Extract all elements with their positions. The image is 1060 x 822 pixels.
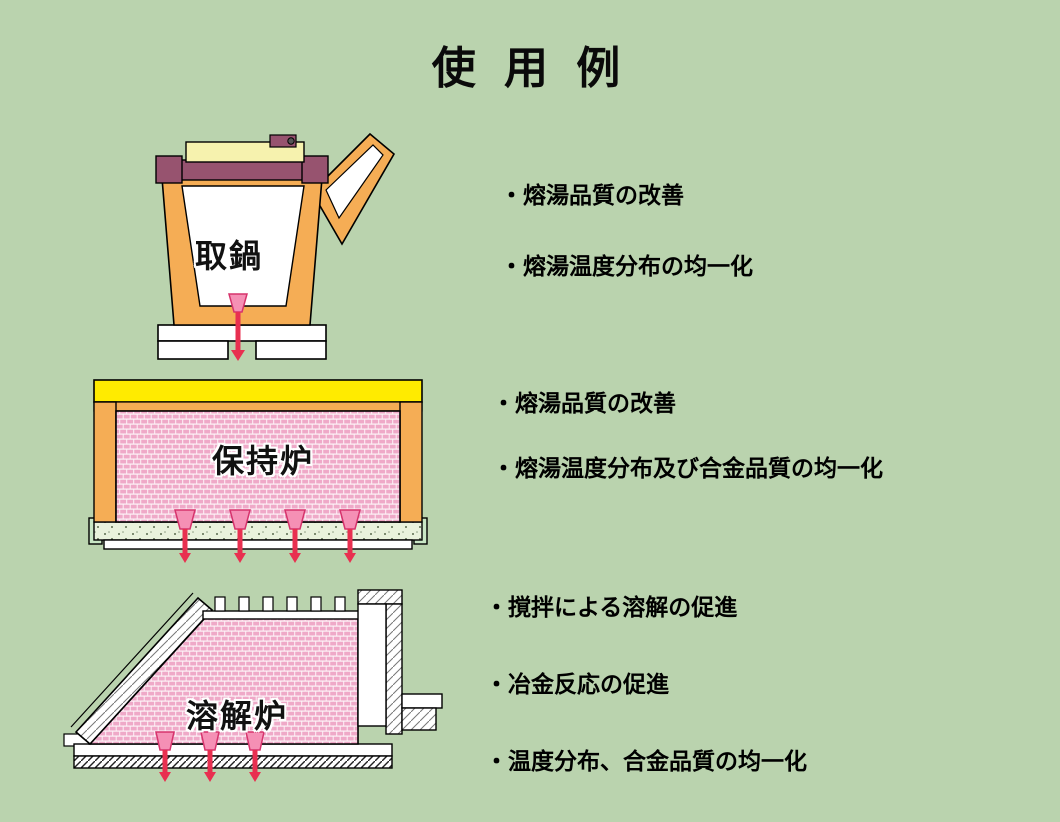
gas-arrow-icon xyxy=(231,312,245,361)
ladle-drawing xyxy=(155,132,396,361)
melting-furnace-label: 溶解炉 xyxy=(186,698,289,734)
porous-plug-icon xyxy=(174,509,361,530)
bullet: ・熔湯品質の改善 xyxy=(500,182,684,208)
furnace-bottom-strip xyxy=(103,539,413,550)
bullet: ・熔湯品質の改善 xyxy=(492,390,676,416)
furnace-roof xyxy=(93,379,423,403)
ladle-label: 取鍋 xyxy=(195,238,264,274)
page-title: 使 用 例 xyxy=(431,44,629,93)
furnace-lintel xyxy=(93,401,423,412)
bullet: ・温度分布、合金品質の均一化 xyxy=(485,748,807,774)
furnace-bottom-layer xyxy=(93,521,423,541)
bullet: ・熔湯温度分布の均一化 xyxy=(500,253,753,279)
melting-furnace-figure: 溶解炉 xyxy=(60,586,445,786)
ladle-figure: 取鍋 xyxy=(140,128,400,363)
hearth-bottom-layers xyxy=(63,733,393,769)
uptake-structure xyxy=(357,589,443,735)
bullet: ・撹拌による溶解の促進 xyxy=(485,594,738,620)
melting-roof xyxy=(202,610,364,620)
melting-furnace-drawing xyxy=(63,589,443,782)
roof-fittings xyxy=(214,596,346,612)
ladle-cavity xyxy=(181,185,305,307)
ladle-bullets: ・熔湯品質の改善 ・熔湯温度分布の均一化 xyxy=(500,180,753,322)
ladle-spout xyxy=(311,132,396,246)
porous-plug-icon xyxy=(228,293,248,313)
bullet: ・冶金反応の促進 xyxy=(485,671,669,697)
ladle-rim xyxy=(155,155,329,184)
ladle-lid xyxy=(185,134,305,163)
holding-furnace-label: 保持炉 xyxy=(212,443,315,479)
inclined-shell xyxy=(70,592,214,746)
holding-furnace-figure: 保持炉 xyxy=(88,374,428,564)
gas-arrow-icon xyxy=(159,750,261,782)
melting-furnace-bullets: ・撹拌による溶解の促進 ・冶金反応の促進 ・温度分布、合金品質の均一化 xyxy=(485,592,807,822)
furnace-brick-lining xyxy=(115,410,401,523)
porous-plug-icon xyxy=(155,731,265,751)
holding-furnace-drawing xyxy=(88,379,428,563)
bullet: ・熔湯温度分布及び合金品質の均一化 xyxy=(492,455,883,481)
gas-arrow-icon xyxy=(179,529,356,563)
holding-furnace-bullets: ・熔湯品質の改善 ・熔湯温度分布及び合金品質の均一化 xyxy=(492,388,883,518)
ladle-base xyxy=(157,324,327,360)
